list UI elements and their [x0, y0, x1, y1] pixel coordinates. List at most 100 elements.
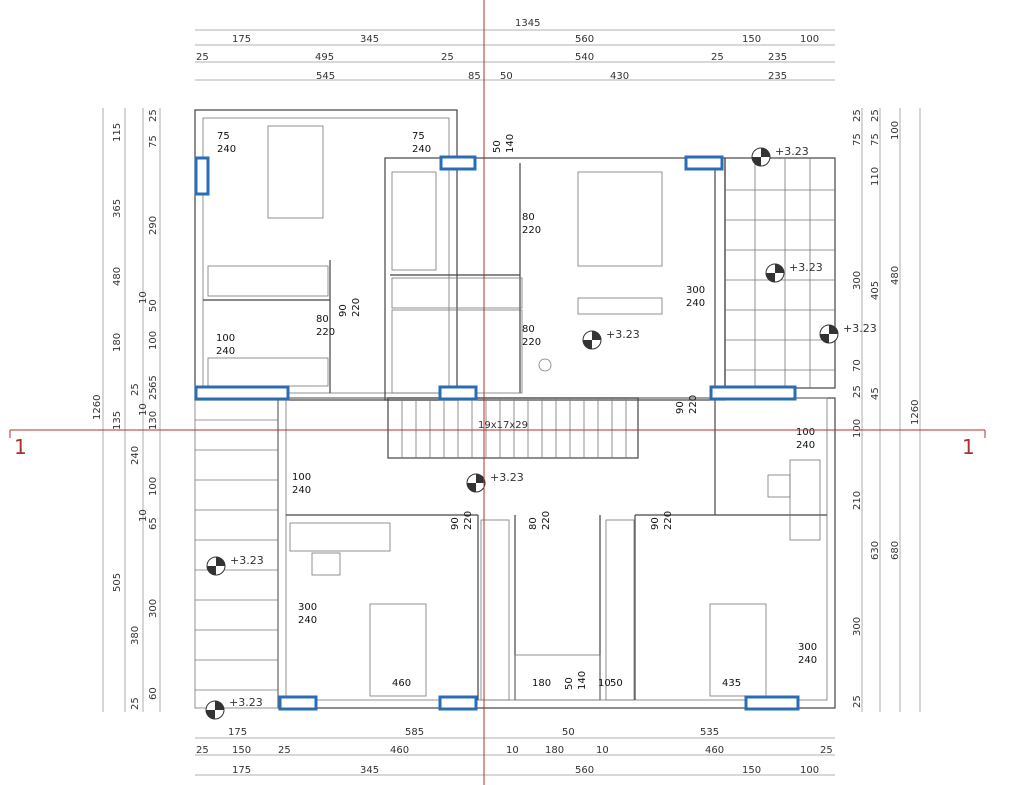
dim-top-r2-0: 25 [196, 52, 209, 63]
dim-left-in-3: 50 [148, 299, 159, 312]
label-3-w: 80 [522, 212, 535, 223]
window-left-mid [194, 385, 290, 401]
level-label-0: +3.23 [775, 145, 809, 158]
dim-top-r2-3: 540 [575, 52, 594, 63]
label-16-h: 240 [798, 655, 817, 666]
dim-bot-r2-5: 180 [545, 745, 564, 756]
dim-bot-r3-3: 150 [742, 765, 761, 776]
dim-left-mid-6: 505 [112, 573, 123, 592]
opening-labels: 75 240 75 240 50 140 80 220 90 220 80 22… [216, 131, 817, 690]
section-marker-left: 1 [14, 435, 27, 459]
desk-bottom-left [289, 522, 391, 552]
top-dimensions: 1345 175 345 560 150 100 25 495 25 540 2… [195, 18, 835, 82]
dim-right-in2-8: 25 [852, 695, 863, 708]
dim-left-in-7: 130 [148, 411, 159, 430]
dim-top-r2-1: 495 [315, 52, 334, 63]
label-16-w: 300 [798, 642, 817, 653]
window-central-mid [438, 385, 478, 401]
dim-right-in-1: 75 [870, 133, 881, 146]
dim-bot-r3-4: 100 [800, 765, 819, 776]
dim-right-mid-1: 480 [890, 266, 901, 285]
dim-bot-r1-0: 175 [228, 727, 247, 738]
dim-left-small-0: 10 [138, 291, 149, 304]
dim-left-in-5: 65 [148, 375, 159, 388]
dim-right-in2-1: 75 [852, 133, 863, 146]
dim-bot-r2-1: 150 [232, 745, 251, 756]
label-2-h: 140 [505, 134, 516, 153]
label-0-h: 240 [217, 144, 236, 155]
dim-left-in-2: 290 [148, 216, 159, 235]
label-5-h: 220 [316, 327, 335, 338]
dim-top-r3-4: 235 [768, 71, 787, 82]
label-0-w: 75 [217, 131, 230, 142]
label-7-w: 80 [522, 324, 535, 335]
dim-left-in-9: 65 [148, 517, 159, 530]
label-10-h: 240 [796, 440, 815, 451]
label-4-w: 90 [338, 304, 349, 317]
dim-top-r1-1: 345 [360, 34, 379, 45]
window-right-mid [709, 385, 797, 401]
dim-top-r1-3: 150 [742, 34, 761, 45]
dim-right-in-2: 110 [870, 167, 881, 186]
cabinet-central [391, 277, 523, 309]
dim-left-in-11: 60 [148, 687, 159, 700]
desk-top-right [577, 297, 663, 315]
bed-top-left [267, 125, 324, 219]
dim-top-r2-5: 235 [768, 52, 787, 63]
dim-bot-r2-7: 460 [705, 745, 724, 756]
dim-left-in2-1: 25 [130, 383, 141, 396]
dim-bot-r1-1: 585 [405, 727, 424, 738]
level-label-4: +3.23 [490, 471, 524, 484]
label-13-h: 220 [541, 511, 552, 530]
section-lines: 1 1 [9, 0, 986, 785]
label-12-h: 220 [463, 511, 474, 530]
dim-bot-r2-8: 25 [820, 745, 833, 756]
label-1-h: 240 [412, 144, 431, 155]
label-13-w: 80 [528, 517, 539, 530]
dim-right-in2-6: 210 [852, 491, 863, 510]
dim-top-r3-2: 50 [500, 71, 513, 82]
dim-left-in-10: 380 [130, 626, 141, 645]
bed-bottom-right [709, 603, 767, 697]
wall-length-0: 460 [392, 678, 411, 689]
dim-left-small-1: 10 [138, 403, 149, 416]
dim-right-mid-0: 100 [890, 121, 901, 140]
dim-top-r1-0: 175 [232, 34, 251, 45]
dim-bot-r2-4: 10 [506, 745, 519, 756]
label-14-w: 90 [650, 517, 661, 530]
dim-top-r2-4: 25 [711, 52, 724, 63]
dim-left-mid-1: 365 [112, 199, 123, 218]
dim-right-in2-2: 300 [852, 271, 863, 290]
label-6-w: 100 [216, 333, 235, 344]
dim-bot-r2-2: 25 [278, 745, 291, 756]
label-17-h: 140 [577, 671, 588, 690]
dim-right-in2-0: 25 [852, 109, 863, 122]
window-bottom-central [438, 695, 478, 711]
dim-right-in2-7: 300 [852, 617, 863, 636]
dim-left-outer: 1260 [92, 395, 103, 420]
label-12-w: 90 [450, 517, 461, 530]
wardrobe-top-left [207, 265, 329, 297]
dim-left-in-0: 25 [148, 109, 159, 122]
dim-left-in2-2: 300 [148, 599, 159, 618]
label-7-h: 220 [522, 337, 541, 348]
bed-top-right [577, 171, 663, 267]
dim-top-r3-0: 545 [316, 71, 335, 82]
bathtub [391, 171, 437, 271]
bottom-dimensions: 175 585 50 535 25 150 25 460 10 180 10 4… [195, 727, 835, 776]
dim-bot-r1-3: 535 [700, 727, 719, 738]
dim-left-small-2: 10 [138, 509, 149, 522]
shower [514, 654, 601, 701]
dim-right-in-5: 630 [870, 541, 881, 560]
level-label-2: +3.23 [843, 322, 877, 335]
dim-right-in2-3: 70 [852, 359, 863, 372]
balcony-tiles [725, 158, 835, 388]
dim-left-mid-0: 115 [112, 123, 123, 142]
dim-right-in-3: 405 [870, 281, 881, 300]
dim-right-mid-2: 680 [890, 541, 901, 560]
dim-bot-r2-6: 10 [596, 745, 609, 756]
label-15-w: 300 [298, 602, 317, 613]
dim-left-in-4: 100 [148, 331, 159, 350]
level-label-5: +3.23 [230, 554, 264, 567]
dim-left-mid-2: 480 [112, 267, 123, 286]
